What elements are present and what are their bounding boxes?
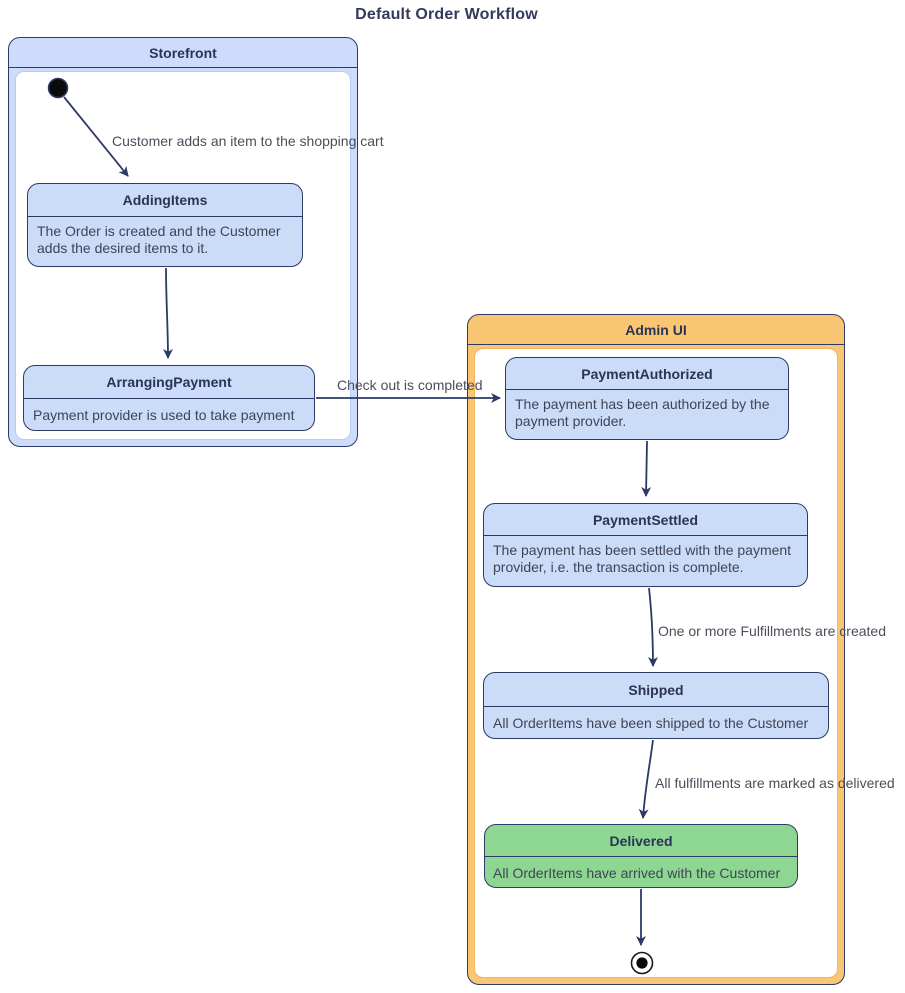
transition-label-add-item: Customer adds an item to the shopping ca… (112, 133, 384, 149)
state-arrangingpayment: ArrangingPayment Payment provider is use… (23, 365, 315, 431)
state-shipped: Shipped All OrderItems have been shipped… (483, 672, 829, 739)
state-paymentsettled: PaymentSettled The payment has been sett… (483, 503, 808, 587)
state-paymentsettled-title: PaymentSettled (484, 504, 807, 536)
state-addingitems-title: AddingItems (28, 184, 302, 217)
state-delivered-description: All OrderItems have arrived with the Cus… (493, 865, 781, 881)
state-shipped-description: All OrderItems have been shipped to the … (493, 715, 809, 731)
container-storefront-title: Storefront (9, 38, 357, 68)
state-addingitems: AddingItems The Order is created and the… (27, 183, 303, 267)
state-paymentauthorized: PaymentAuthorized The payment has been a… (505, 357, 789, 440)
transition-label-marked-delivered: All fulfillments are marked as delivered (655, 775, 895, 791)
state-addingitems-description: The Order is created and the Customer ad… (37, 223, 281, 256)
transition-label-checkout-completed: Check out is completed (337, 377, 483, 393)
container-admin-ui-title: Admin UI (468, 315, 844, 345)
diagram-title: Default Order Workflow (355, 6, 538, 23)
state-shipped-title: Shipped (484, 673, 828, 707)
state-paymentauthorized-description: The payment has been authorized by the p… (515, 396, 770, 429)
state-delivered-title: Delivered (485, 825, 797, 857)
state-arrangingpayment-description: Payment provider is used to take payment (33, 407, 295, 423)
state-paymentauthorized-title: PaymentAuthorized (506, 358, 788, 390)
state-delivered: Delivered All OrderItems have arrived wi… (484, 824, 798, 888)
state-arrangingpayment-title: ArrangingPayment (24, 366, 314, 399)
transition-label-fulfillments-created: One or more Fulfillments are created (658, 623, 886, 639)
state-paymentsettled-description: The payment has been settled with the pa… (493, 542, 792, 575)
